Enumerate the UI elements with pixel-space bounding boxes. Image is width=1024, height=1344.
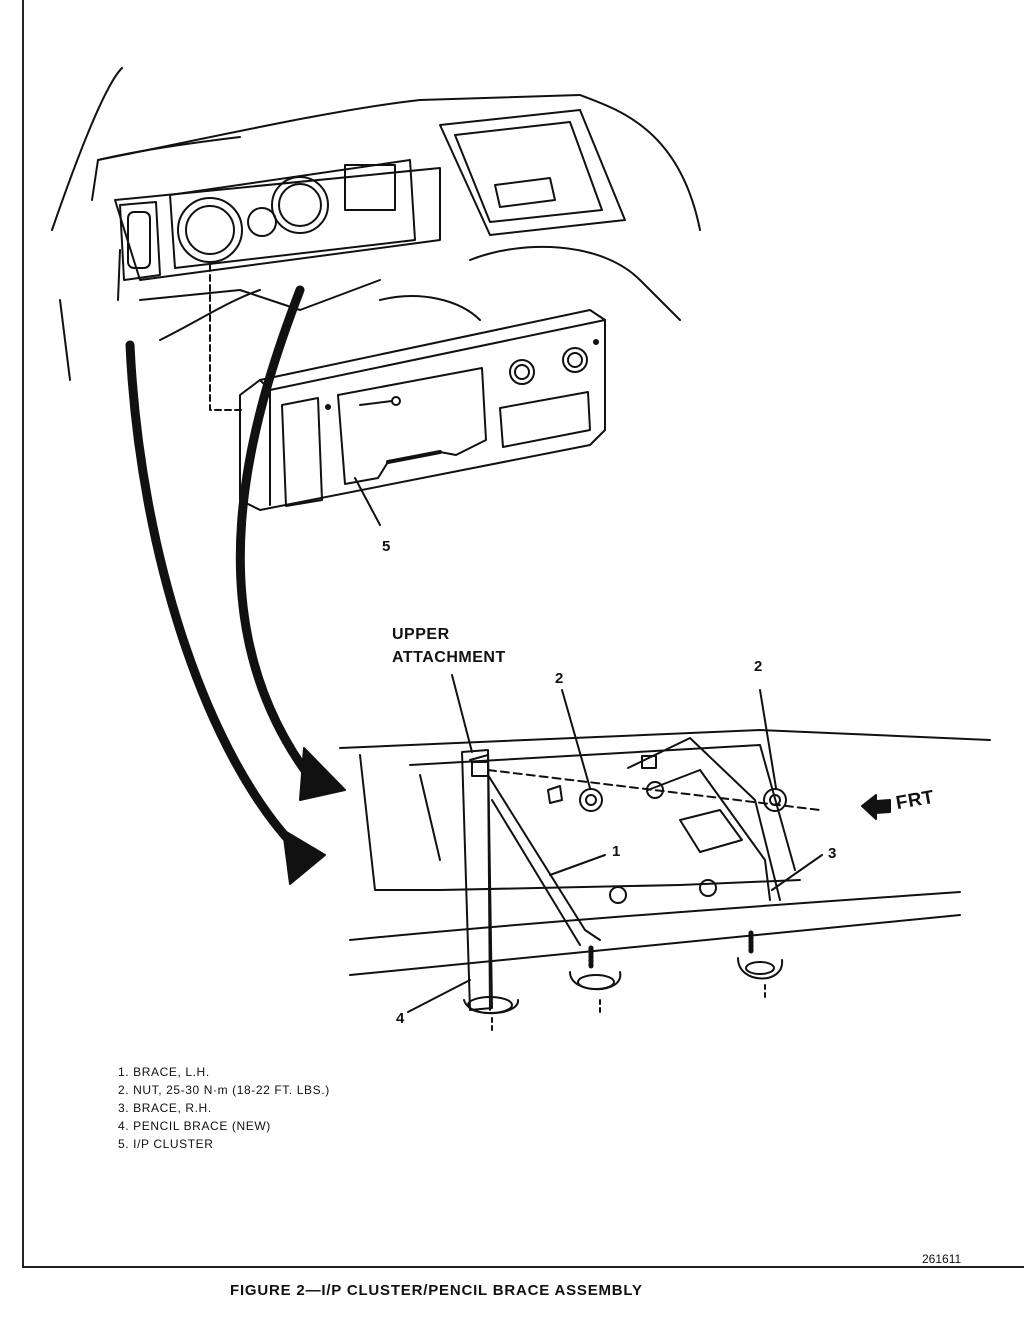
legend-item: 4. PENCIL BRACE (NEW) <box>118 1119 271 1133</box>
callout-5: 5 <box>382 538 391 555</box>
arrows <box>125 285 346 885</box>
ip-cluster-part <box>239 309 606 526</box>
legend-item: 5. I/P CLUSTER <box>118 1137 214 1151</box>
figure-border <box>22 0 1024 1268</box>
callout-2-left: 2 <box>555 670 564 687</box>
callout-upper-attachment-line1: UPPER <box>392 626 450 643</box>
dashboard-drawing <box>51 67 701 411</box>
callout-2-right: 2 <box>754 658 763 675</box>
callout-3: 3 <box>828 845 837 862</box>
parts-legend: 1. BRACE, L.H. 2. NUT, 25-30 N·m (18-22 … <box>118 1063 330 1153</box>
legend-item: 3. BRACE, R.H. <box>118 1101 212 1115</box>
figure-caption: FIGURE 2—I/P CLUSTER/PENCIL BRACE ASSEMB… <box>230 1282 643 1299</box>
legend-item: 2. NUT, 25-30 N·m (18-22 FT. LBS.) <box>118 1083 330 1097</box>
callout-4: 4 <box>396 1010 405 1027</box>
brace-assembly-drawing <box>339 674 991 1035</box>
drawing-number: 261611 <box>922 1252 962 1266</box>
callout-upper-attachment-line2: ATTACHMENT <box>392 649 506 666</box>
legend-item: 1. BRACE, L.H. <box>118 1065 210 1079</box>
callout-1: 1 <box>612 843 621 860</box>
